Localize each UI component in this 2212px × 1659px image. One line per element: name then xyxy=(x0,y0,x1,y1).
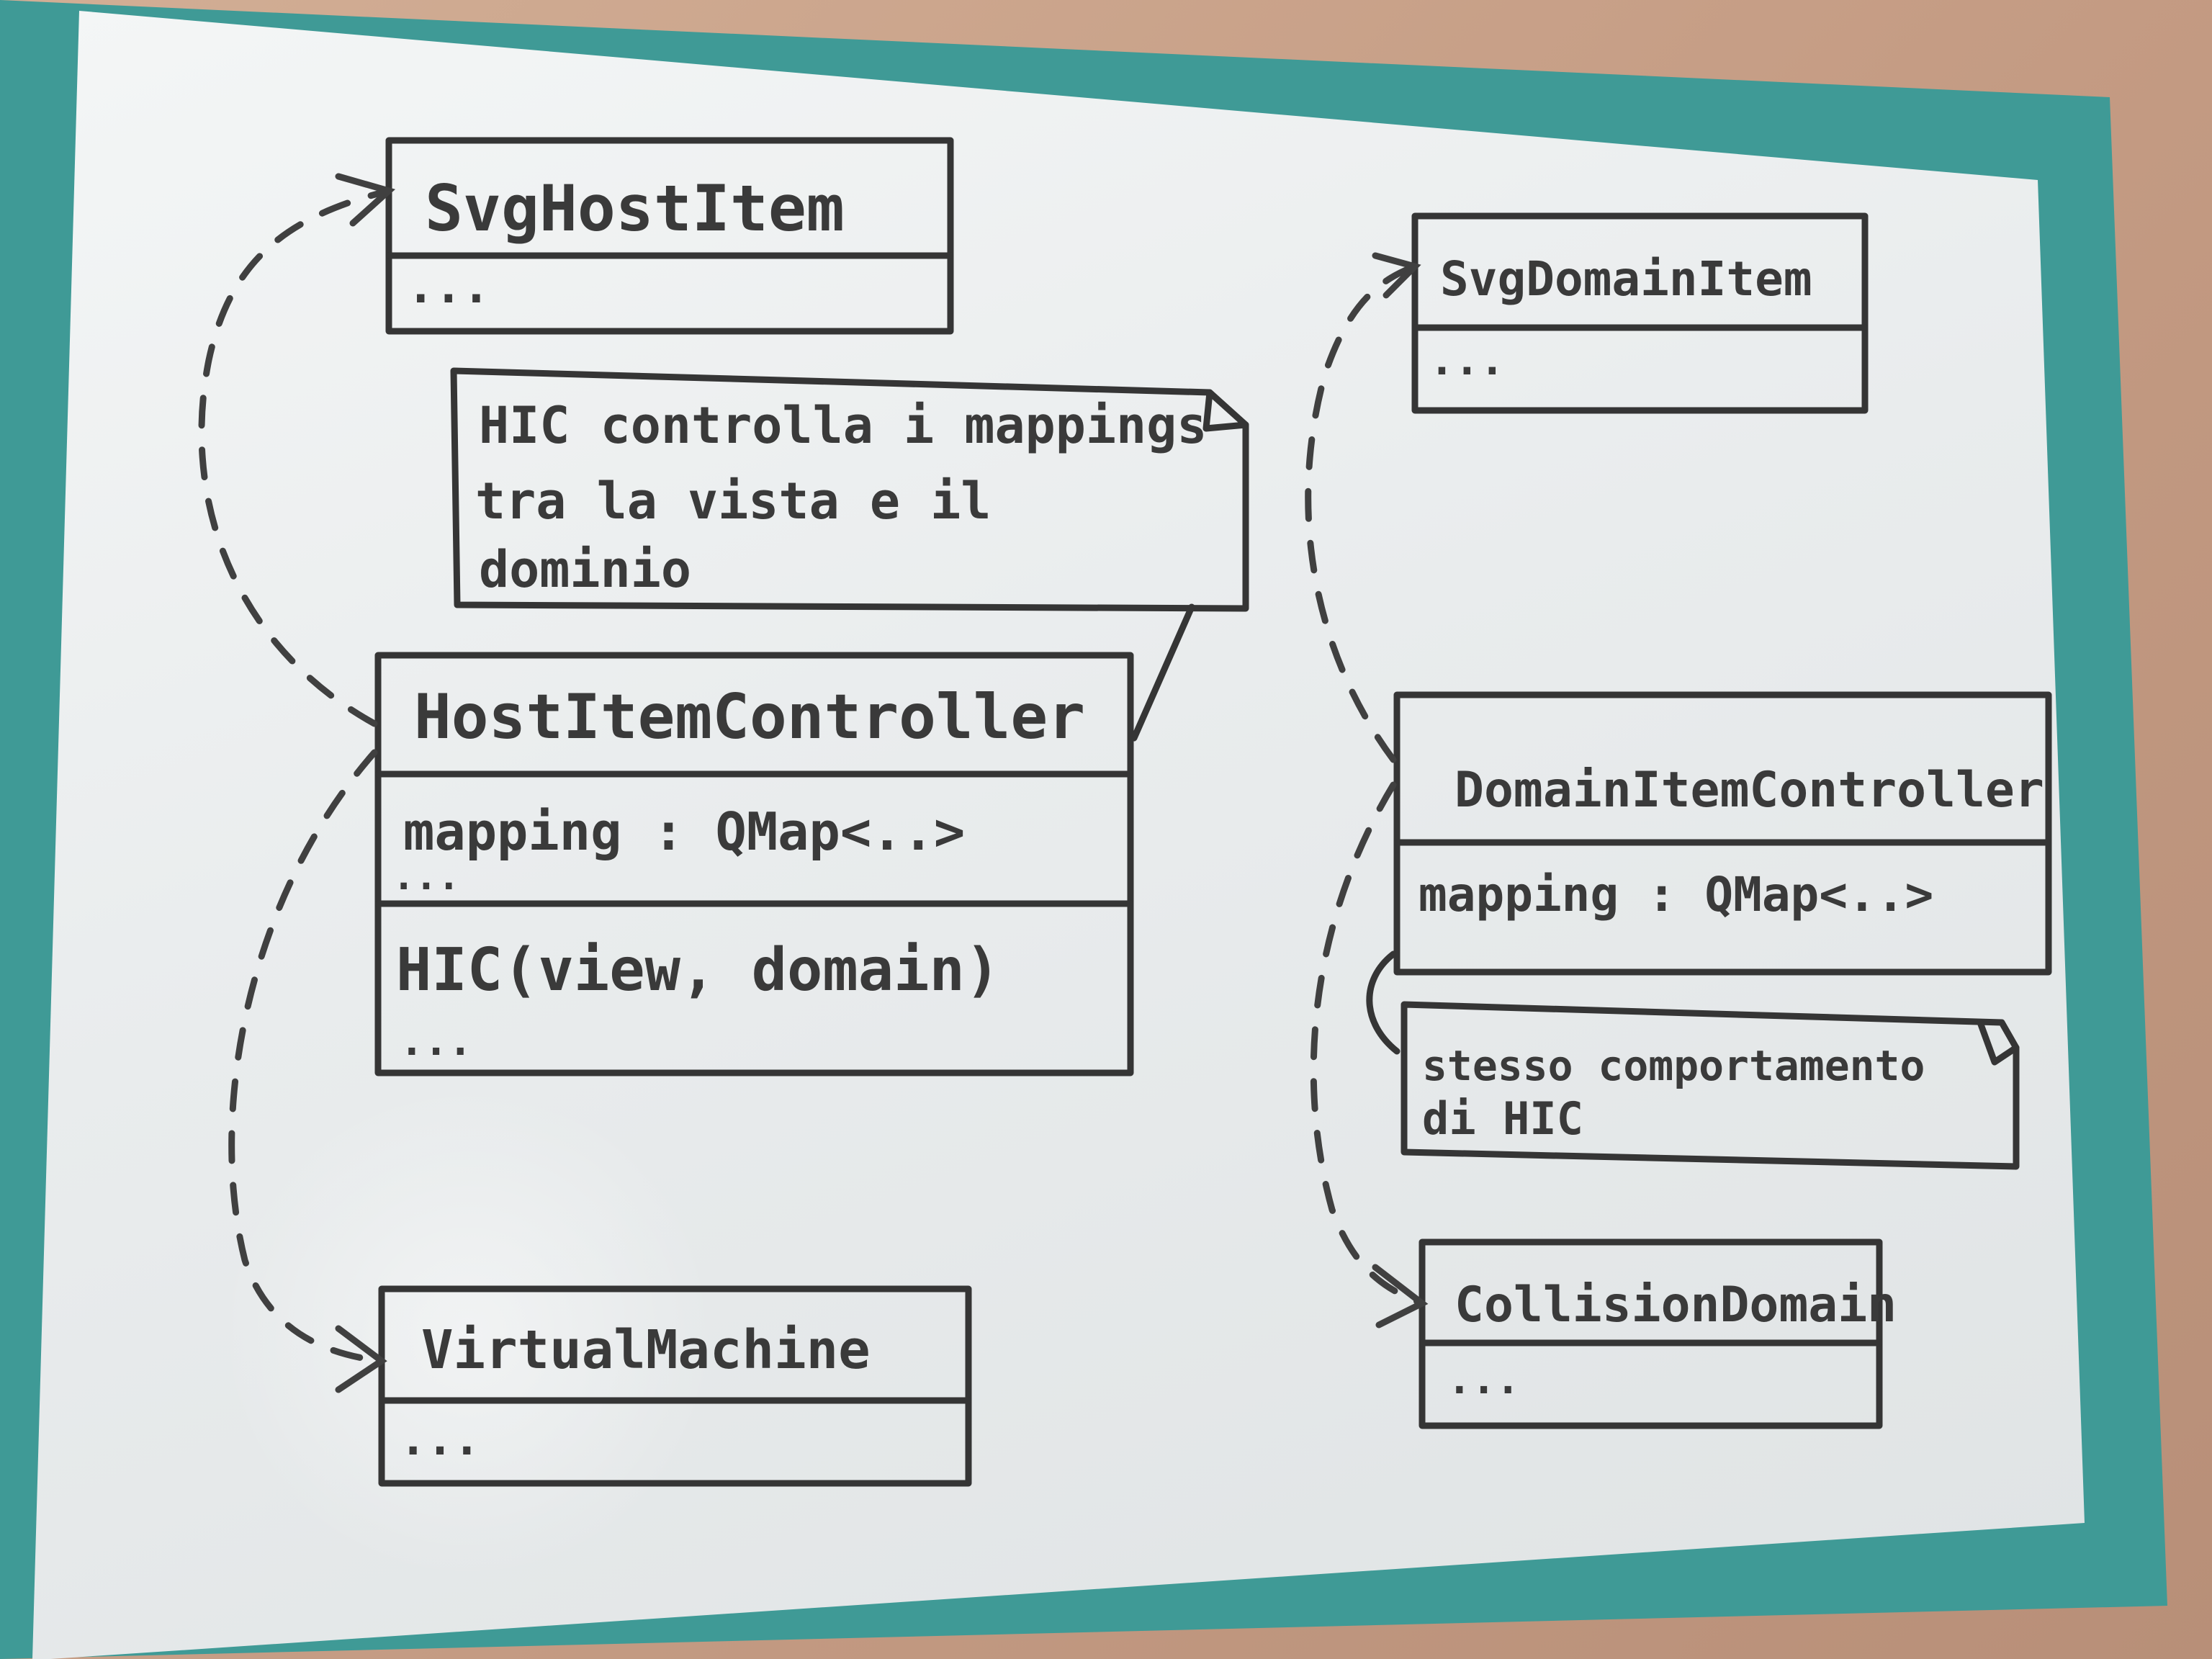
class-name: SvgDomainItem xyxy=(1440,251,1812,307)
note-hic: HIC controlla i mappings tra la vista e … xyxy=(450,367,1249,742)
note-hic-line-2: tra la vista e il xyxy=(475,472,991,531)
note-dic: stesso comportamento di HIC xyxy=(1366,950,2020,1170)
dependency-arrow-hic-to-svghostitem xyxy=(198,187,392,727)
note-hic-line-1: HIC controlla i mappings xyxy=(479,396,1207,455)
class-attributes: ... xyxy=(407,261,490,314)
class-attributes-more: ... xyxy=(392,855,460,899)
class-host-item-controller: HostItemController mapping : QMap<..> ..… xyxy=(374,652,1134,1076)
dependency-arrow-dic-to-collisiondomain xyxy=(1310,781,1426,1307)
note-hic-line-3: dominio xyxy=(479,540,691,599)
class-name: VirtualMachine xyxy=(421,1319,871,1381)
class-name: CollisionDomain xyxy=(1455,1277,1897,1334)
note-dic-line-2: di HIC xyxy=(1422,1092,1583,1145)
class-attributes: ... xyxy=(1447,1357,1520,1403)
class-method-constructor: HIC(view, domain) xyxy=(396,936,1000,1004)
dependency-arrow-hic-to-virtualmachine xyxy=(228,749,385,1364)
class-attributes: ... xyxy=(400,1413,480,1465)
class-name: HostItemController xyxy=(414,681,1085,753)
arrowhead-virtualmachine xyxy=(335,1325,387,1393)
class-attribute-mapping: mapping : QMap<..> xyxy=(403,801,965,862)
arrowhead-svghostitem xyxy=(335,173,396,227)
class-collision-domain: CollisionDomain ... xyxy=(1419,1238,1897,1429)
class-domain-item-controller: DomainItemController mapping : QMap<..> xyxy=(1393,691,2052,976)
class-methods-more: ... xyxy=(400,1018,472,1065)
arrowhead-collisiondomain xyxy=(1372,1264,1429,1328)
class-attribute-mapping: mapping : QMap<..> xyxy=(1419,867,1933,922)
class-svg-host-item: SvgHostItem ... xyxy=(385,137,954,335)
class-attributes: ... xyxy=(1429,336,1505,385)
class-virtual-machine: VirtualMachine ... xyxy=(378,1285,972,1487)
dependency-arrow-dic-to-svgdomainitem xyxy=(1305,263,1419,763)
class-svg-domain-item: SvgDomainItem ... xyxy=(1411,212,1869,414)
arrowhead-svgdomainitem xyxy=(1372,252,1421,299)
note-dic-line-1: stesso comportamento xyxy=(1422,1041,1925,1090)
class-name: SvgHostItem xyxy=(425,171,845,246)
class-name: DomainItemController xyxy=(1455,762,2044,819)
